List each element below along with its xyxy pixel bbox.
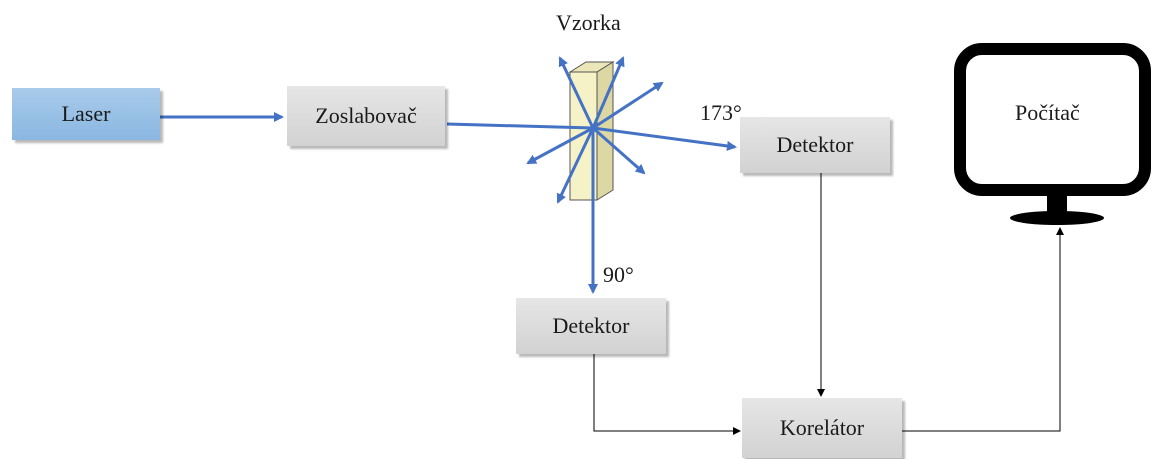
scatter-ray: [592, 126, 646, 175]
detector-90-box: Detektor: [516, 298, 666, 354]
scatter-ray: [558, 56, 595, 129]
sample-label: Vzorka: [556, 10, 621, 35]
beam-to-detector-173: [592, 126, 737, 151]
correlator-box: Korelátor: [742, 398, 902, 458]
wire-detector90-to-correlator: [593, 354, 741, 435]
computer-monitor: [954, 43, 1151, 196]
scatter-ray: [592, 81, 664, 130]
scatter-ray: [591, 56, 625, 129]
computer-label: Počítač: [1015, 100, 1080, 125]
scattered-rays: [526, 56, 664, 204]
scatter-ray: [526, 126, 594, 165]
angle-90-label: 90°: [603, 262, 634, 287]
attenuator-box: Zoslabovač: [287, 86, 445, 146]
laser-box: Laser: [12, 88, 160, 140]
detector-173-box: Detektor: [740, 117, 890, 173]
monitor-stand: [1010, 194, 1104, 225]
wire-correlator-to-computer: [902, 227, 1064, 432]
scatter-ray: [556, 127, 595, 204]
angle-173-label: 173°: [700, 100, 742, 125]
beam-attenuator-to-sample: [446, 122, 594, 130]
